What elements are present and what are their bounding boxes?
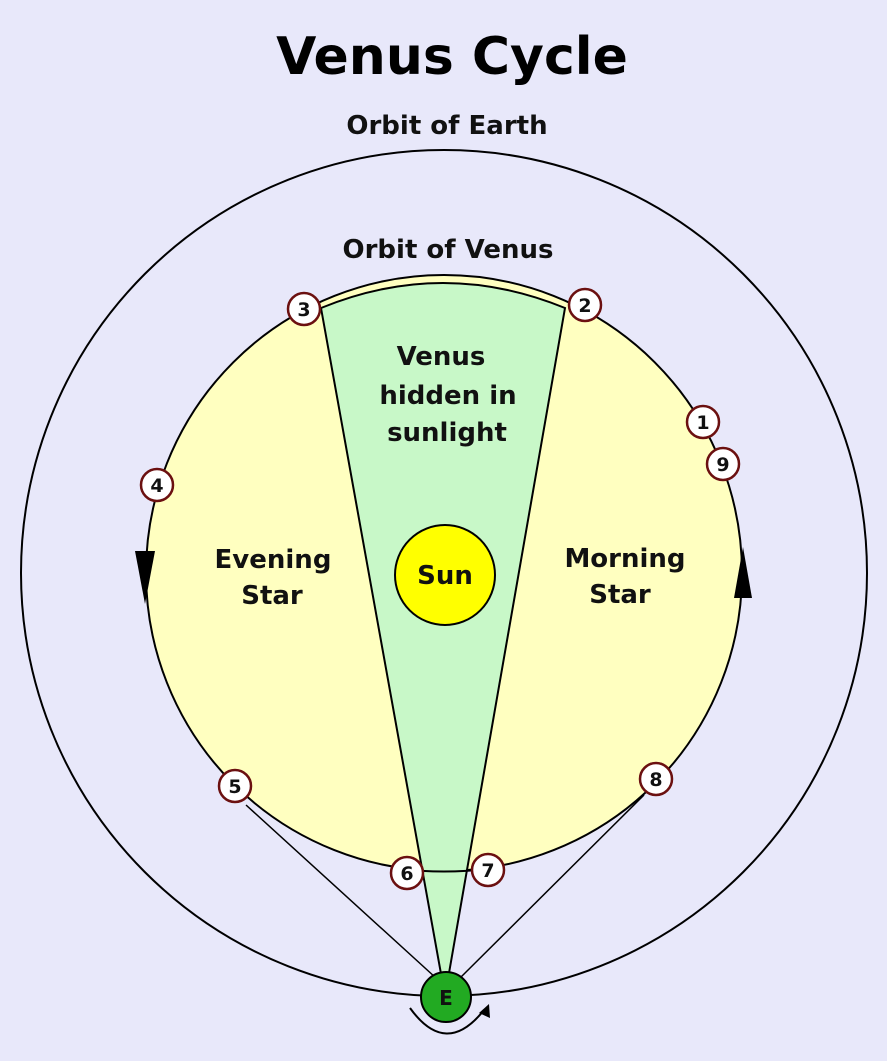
hidden-label-line2: hidden in: [379, 381, 516, 411]
position-number: 2: [578, 295, 591, 317]
earth-label: E: [439, 986, 453, 1010]
hidden-label-line1: Venus: [397, 342, 486, 372]
position-number: 6: [400, 863, 413, 885]
position-marker-4: 4: [141, 469, 173, 501]
position-marker-8: 8: [640, 763, 672, 795]
diagram-title: Venus Cycle: [276, 27, 628, 87]
position-marker-7: 7: [472, 854, 504, 886]
position-number: 8: [649, 769, 662, 791]
hidden-label-line3: sunlight: [387, 418, 507, 448]
morning-star-label-line1: Morning: [564, 544, 685, 574]
position-number: 5: [228, 776, 241, 798]
position-marker-2: 2: [569, 289, 601, 321]
position-marker-1: 1: [687, 406, 719, 438]
morning-star-label-line2: Star: [589, 580, 651, 610]
evening-star-label-line1: Evening: [215, 545, 332, 575]
position-number: 3: [297, 299, 310, 321]
venus-orbit-label: Orbit of Venus: [343, 235, 554, 265]
position-marker-5: 5: [219, 770, 251, 802]
position-number: 7: [481, 860, 494, 882]
position-number: 1: [696, 412, 709, 434]
rotation-arrow-head-icon: [479, 1004, 490, 1018]
earth-orbit-label: Orbit of Earth: [346, 111, 547, 141]
position-number: 4: [150, 475, 163, 497]
position-number: 9: [716, 454, 729, 476]
position-marker-6: 6: [391, 857, 423, 889]
sun-label: Sun: [417, 561, 473, 591]
evening-star-label-line2: Star: [241, 581, 303, 611]
position-marker-3: 3: [288, 293, 320, 325]
position-marker-9: 9: [707, 448, 739, 480]
